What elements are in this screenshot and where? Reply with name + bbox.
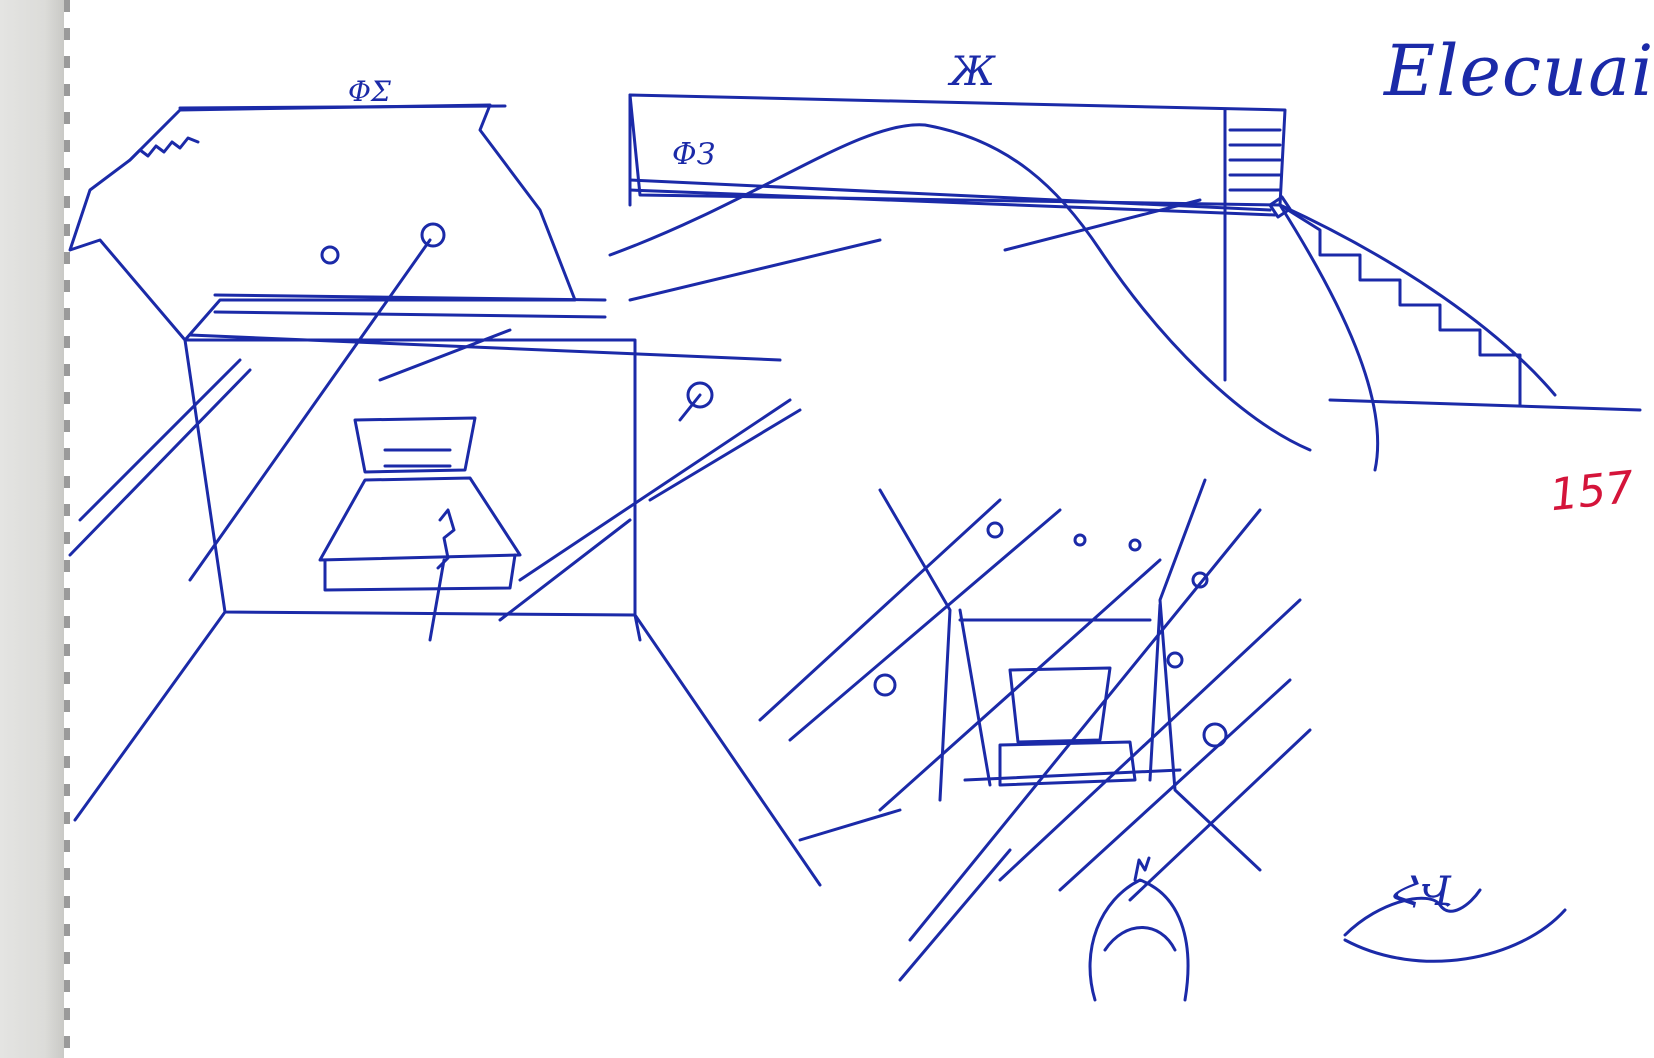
center-lower-edge <box>628 198 1202 302</box>
window-circle <box>320 245 340 265</box>
left-facade <box>183 338 637 617</box>
signature: ՀՎ <box>1392 869 1453 915</box>
left-portal-base <box>323 553 517 592</box>
window-circle <box>1191 571 1209 589</box>
left-roof-top-line <box>178 104 507 110</box>
left-facade-top <box>188 333 782 362</box>
center-mountain <box>608 123 1312 452</box>
left-top-note: ΦΣ <box>348 75 391 108</box>
perforation-edge <box>64 0 70 1058</box>
binding-strip <box>0 0 64 1058</box>
window-circle <box>873 673 897 697</box>
left-lower-wedge <box>73 610 822 887</box>
lower-portal-frame <box>1008 666 1112 744</box>
window-circle <box>1128 538 1142 552</box>
window-circle <box>686 381 714 409</box>
right-stairs <box>1278 203 1522 407</box>
stair-node <box>1268 195 1292 219</box>
horizon-line <box>1328 398 1642 412</box>
window-circle <box>986 521 1004 539</box>
center-roof-outline <box>628 93 1287 207</box>
left-roof-band <box>213 293 607 319</box>
left-roof-zigzag <box>128 136 200 162</box>
left-roof-outline <box>68 103 577 342</box>
figure-left <box>428 508 456 642</box>
lower-portal-base <box>998 740 1137 787</box>
left-portal-frame <box>353 416 477 474</box>
center-top-left-note: ΦЗ <box>672 137 716 172</box>
right-stairs-curve <box>1278 203 1557 472</box>
left-portal-inner <box>383 448 452 468</box>
window-circle <box>1073 533 1087 547</box>
left-portal-steps <box>318 476 522 562</box>
center-roof-hatch-right <box>1228 128 1282 192</box>
arched-gate <box>1088 878 1190 1002</box>
lower-hatch <box>758 498 1312 982</box>
center-top-figure: Ж <box>950 49 995 95</box>
lower-portal-ground <box>963 768 1182 782</box>
title-handwriting: Elecuai <box>1384 30 1654 112</box>
lower-courtyard-outline <box>878 478 1262 872</box>
hatch <box>68 238 802 622</box>
window-circle <box>420 222 446 248</box>
left-lower-curve <box>798 808 902 842</box>
figure-bottom <box>1133 856 1151 882</box>
window-circle <box>1166 651 1184 669</box>
center-roof-lines <box>628 178 1277 217</box>
window-circle <box>1202 722 1228 748</box>
paper-sheet <box>64 0 1650 1058</box>
page-number: 157 <box>1547 461 1637 522</box>
signature-scribble <box>1343 888 1567 963</box>
